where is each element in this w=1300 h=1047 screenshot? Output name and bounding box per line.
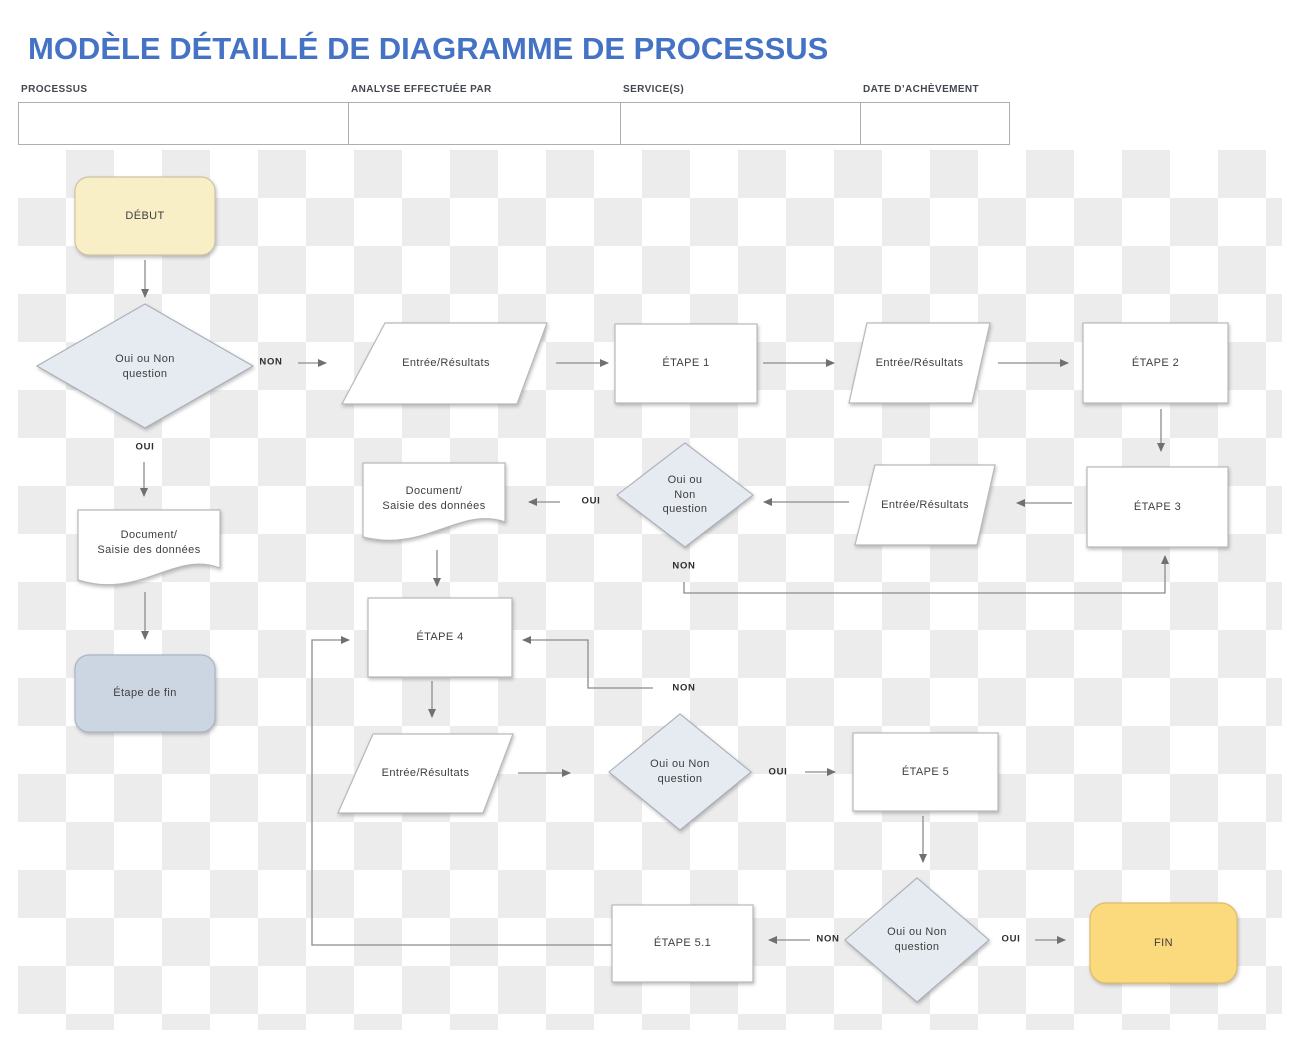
branch-label-non-2: NON: [672, 560, 696, 572]
node-p3-shape[interactable]: [854, 464, 996, 546]
node-etape5-shape[interactable]: [852, 732, 999, 812]
connector-q3-non-s4: [522, 636, 653, 689]
node-q4-shape[interactable]: [844, 877, 990, 1003]
node-etape4-shape[interactable]: [367, 597, 513, 678]
branch-label-oui-2: OUI: [581, 495, 601, 507]
node-etape2-shape[interactable]: [1082, 322, 1229, 404]
branch-label-non-4: NON: [816, 933, 840, 945]
node-q2-shape[interactable]: [616, 442, 754, 548]
meta-table: PROCESSUS ANALYSE EFFECTUÉE PAR SERVICE(…: [18, 84, 1010, 145]
node-p1-shape[interactable]: [341, 322, 548, 405]
date-achevement-field[interactable]: [861, 103, 1009, 144]
branch-label-oui-3: OUI: [768, 766, 788, 778]
meta-label-row: PROCESSUS ANALYSE EFFECTUÉE PAR SERVICE(…: [18, 84, 1010, 102]
meta-label-service: SERVICE(S): [623, 84, 685, 95]
node-p2-shape[interactable]: [848, 322, 991, 404]
node-fin-shape[interactable]: [1089, 902, 1238, 984]
connector-s51-loop-s4: [311, 636, 612, 946]
meta-input-row: [18, 102, 1010, 145]
meta-label-date: DATE D’ACHÈVEMENT: [863, 84, 980, 95]
flowchart-svg: [35, 176, 1238, 1003]
node-q1-shape[interactable]: [35, 303, 255, 429]
flowchart-canvas: DÉBUT Oui ou Non question Document/ Sais…: [18, 150, 1282, 1030]
branch-label-non-3: NON: [672, 682, 696, 694]
page-title: MODÈLE DÉTAILLÉ DE DIAGRAMME DE PROCESSU…: [28, 30, 829, 66]
node-q3-shape[interactable]: [608, 713, 752, 831]
node-etape1-shape[interactable]: [614, 323, 758, 404]
node-debut-shape[interactable]: [74, 176, 216, 256]
branch-label-oui-1: OUI: [135, 441, 155, 453]
node-doc2-shape[interactable]: [362, 462, 506, 541]
service-field[interactable]: [621, 103, 861, 144]
connector-q2-non-s3: [683, 555, 1169, 594]
node-doc1-shape[interactable]: [77, 509, 221, 586]
node-etape3-shape[interactable]: [1086, 466, 1229, 548]
branch-label-oui-4: OUI: [1001, 933, 1021, 945]
node-etape-fin-shape[interactable]: [74, 654, 216, 733]
node-etape51-shape[interactable]: [611, 904, 754, 983]
meta-label-processus: PROCESSUS: [21, 84, 88, 95]
analyse-field[interactable]: [349, 103, 621, 144]
processus-field[interactable]: [19, 103, 349, 144]
meta-label-analyse: ANALYSE EFFECTUÉE PAR: [351, 84, 492, 95]
branch-label-non-1: NON: [259, 356, 283, 368]
node-p4-shape[interactable]: [337, 733, 514, 814]
